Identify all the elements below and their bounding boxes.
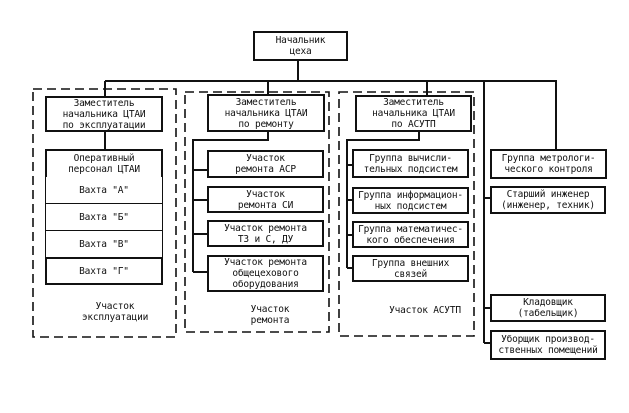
box-cleaner: Уборщик производ- ственных помещений	[490, 330, 606, 360]
box-shift-v: Вахта "В"	[45, 230, 163, 258]
box-head-of-workshop: Начальник цеха	[253, 31, 348, 61]
box-deputy-repair: Заместитель начальника ЦТАИ по ремонту	[207, 94, 325, 132]
box-repair-general-equipment: Участок ремонта общецехового оборудовани…	[207, 255, 324, 292]
caption-operations: Участок эксплуатации	[81, 301, 149, 323]
box-group-math: Группа математичес- кого обеспечения	[352, 221, 469, 248]
box-shift-a: Вахта "А"	[45, 177, 163, 205]
box-group-computing: Группа вычисли- тельных подсистем	[352, 149, 469, 178]
box-repair-tz: Участок ремонта ТЗ и С, ДУ	[207, 220, 324, 247]
box-group-external: Группа внешних связей	[352, 255, 469, 282]
box-repair-si: Участок ремонта СИ	[207, 186, 324, 213]
section-frame-repair	[184, 91, 330, 333]
section-frame-operations	[32, 88, 177, 338]
connector-repair-spine	[192, 132, 269, 272]
box-operational-staff: Оперативный персонал ЦТАИ	[45, 149, 163, 179]
box-deputy-operations: Заместитель начальника ЦТАИ по эксплуата…	[45, 96, 163, 132]
connector-asutp-spine	[346, 132, 420, 268]
section-frame-asutp	[338, 91, 475, 337]
caption-asutp: Участок АСУТП	[389, 305, 461, 316]
box-senior-engineer: Старший инженер (инженер, техник)	[490, 186, 606, 214]
box-repair-asr: Участок ремонта АСР	[207, 150, 324, 178]
box-metrology-group: Группа метрологи- ческого контроля	[490, 149, 607, 179]
box-group-information: Группа информацион- ных подсистем	[352, 187, 469, 214]
box-shift-g: Вахта "Г"	[45, 257, 163, 285]
caption-repair: Участок ремонта	[250, 304, 290, 326]
box-shift-b: Вахта "Б"	[45, 203, 163, 231]
box-deputy-asutp: Заместитель начальника ЦТАИ по АСУТП	[355, 95, 472, 132]
box-storekeeper: Кладовщик (табельщик)	[490, 294, 606, 322]
